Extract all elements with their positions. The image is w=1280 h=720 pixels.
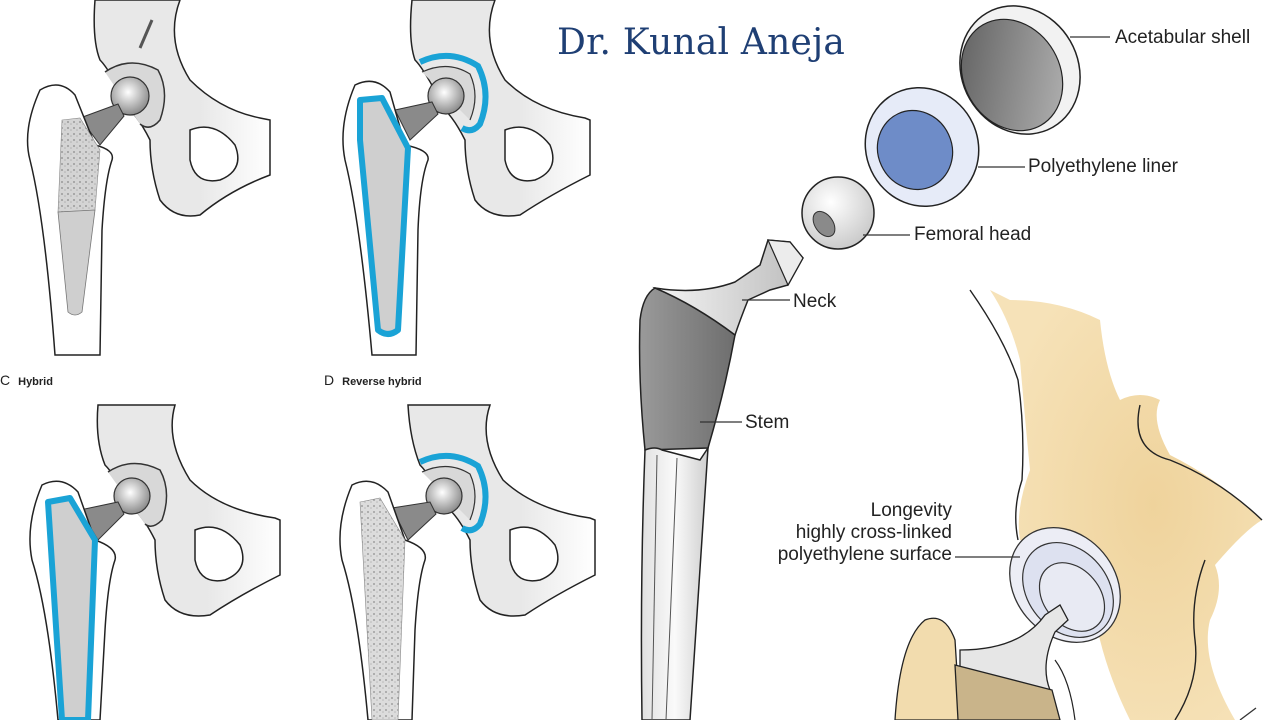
panel-c-letter: C <box>0 372 11 388</box>
panel-d-caption: D Reverse hybrid <box>324 372 422 388</box>
label-polyethylene-liner: Polyethylene liner <box>1028 156 1178 177</box>
label-neck: Neck <box>793 291 837 312</box>
panel-a-uncemented-illustration <box>26 0 271 356</box>
panel-c-hybrid-illustration <box>29 404 281 720</box>
panel-c-label: Hybrid <box>18 376 53 388</box>
panel-d-reverse-hybrid-illustration <box>339 404 596 720</box>
implant-components-illustration <box>638 5 1263 720</box>
label-stem: Stem <box>745 412 790 433</box>
label-longevity-surface: Longevity highly cross-linked polyethyle… <box>740 500 952 566</box>
label-longevity-line3: polyethylene surface <box>777 544 952 565</box>
label-femoral-head: Femoral head <box>914 224 1032 245</box>
panel-b-cemented-illustration <box>342 0 591 356</box>
label-acetabular-shell: Acetabular shell <box>1115 27 1251 48</box>
label-longevity-line1: Longevity <box>870 500 952 521</box>
panel-c-caption: C Hybrid <box>0 372 53 388</box>
panel-d-letter: D <box>324 372 335 388</box>
label-longevity-line2: highly cross-linked <box>795 522 952 543</box>
panel-d-label: Reverse hybrid <box>342 376 422 388</box>
page-title: Dr. Kunal Aneja <box>557 22 846 63</box>
